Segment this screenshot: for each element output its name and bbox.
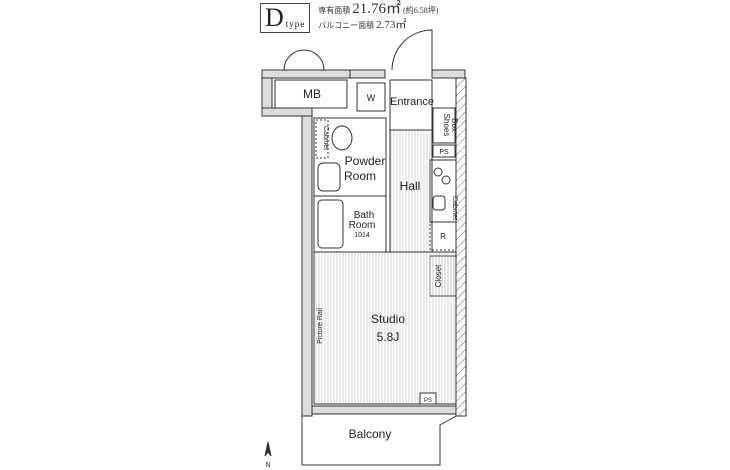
label-ps-top: PS: [439, 149, 449, 156]
mb-door[interactable]: [283, 49, 325, 71]
label-powder-room: Room: [344, 169, 376, 183]
sink-icon: [317, 162, 341, 192]
unit-type-badge: D type: [260, 2, 311, 33]
wall-top-mid: [349, 69, 386, 79]
label-cabinet-powder: Cabinet: [322, 126, 329, 150]
label-shoes: Shoes: [442, 114, 451, 137]
plan-header: D type 専有面積 21.76㎡ (約6.58坪) バルコニー面積 2.73…: [260, 2, 438, 33]
bathtub-icon: [317, 199, 344, 249]
ps-bottom: [419, 392, 437, 405]
balcony-area-value: 2.73㎡: [376, 19, 407, 31]
label-refrigerator: R: [440, 232, 446, 241]
label-picture-rail: Picture Rail: [317, 308, 324, 344]
studio-floor: [313, 251, 457, 405]
label-bath-size: 1014: [354, 232, 370, 239]
label-bath-room: Room: [349, 220, 376, 231]
wall-left: [301, 115, 313, 417]
label-north: N: [265, 462, 270, 469]
label-ps-bottom: PS: [424, 398, 432, 404]
label-entrance: Entrance: [390, 96, 434, 108]
stove-burner-icon: [433, 167, 443, 177]
type-letter: D: [265, 2, 284, 32]
label-balcony: Balcony: [349, 427, 392, 441]
refrigerator-space: [429, 221, 457, 251]
exclusive-area-value: 21.76㎡: [352, 1, 402, 17]
mb-room: [274, 79, 348, 109]
exclusive-area-tsubo: (約6.58坪): [403, 6, 439, 15]
washer-space: [356, 82, 386, 112]
label-hall: Hall: [400, 179, 421, 193]
wall-mb-left: [261, 77, 273, 113]
balcony-area-label: バルコニー面積: [318, 21, 375, 30]
wall-right: [455, 77, 467, 417]
label-studio-size: 5.8J: [377, 330, 400, 344]
exclusive-area-label: 専有面積: [318, 6, 351, 15]
type-word: type: [285, 18, 306, 29]
toilet-icon: [331, 125, 353, 151]
wall-mb-bottom: [261, 107, 313, 117]
ps-top: [432, 144, 456, 158]
label-cabinet-kitchen: Cabinet: [451, 196, 458, 220]
stove-burner-icon: [441, 175, 451, 185]
label-powder: Powder: [345, 154, 386, 168]
balcony-area: [301, 415, 457, 466]
label-bath: Bath: [354, 210, 375, 221]
kitchen-sink-icon: [432, 195, 446, 211]
label-studio: Studio: [371, 312, 405, 326]
label-mb: MB: [303, 87, 321, 101]
label-box: Box: [450, 118, 459, 132]
wall-bottom: [311, 405, 457, 415]
cabinet-powder: [315, 119, 329, 159]
shoes-box: [432, 107, 456, 144]
north-arrow-icon: [264, 441, 272, 457]
label-w: W: [367, 93, 376, 103]
entrance-door[interactable]: [391, 29, 433, 71]
wall-top-left: [261, 69, 351, 79]
label-closet: Closet: [434, 264, 443, 287]
wall-top-right: [431, 69, 466, 79]
hall-floor: [389, 129, 433, 253]
area-info: 専有面積 21.76㎡ (約6.58坪) バルコニー面積 2.73㎡: [318, 2, 438, 33]
